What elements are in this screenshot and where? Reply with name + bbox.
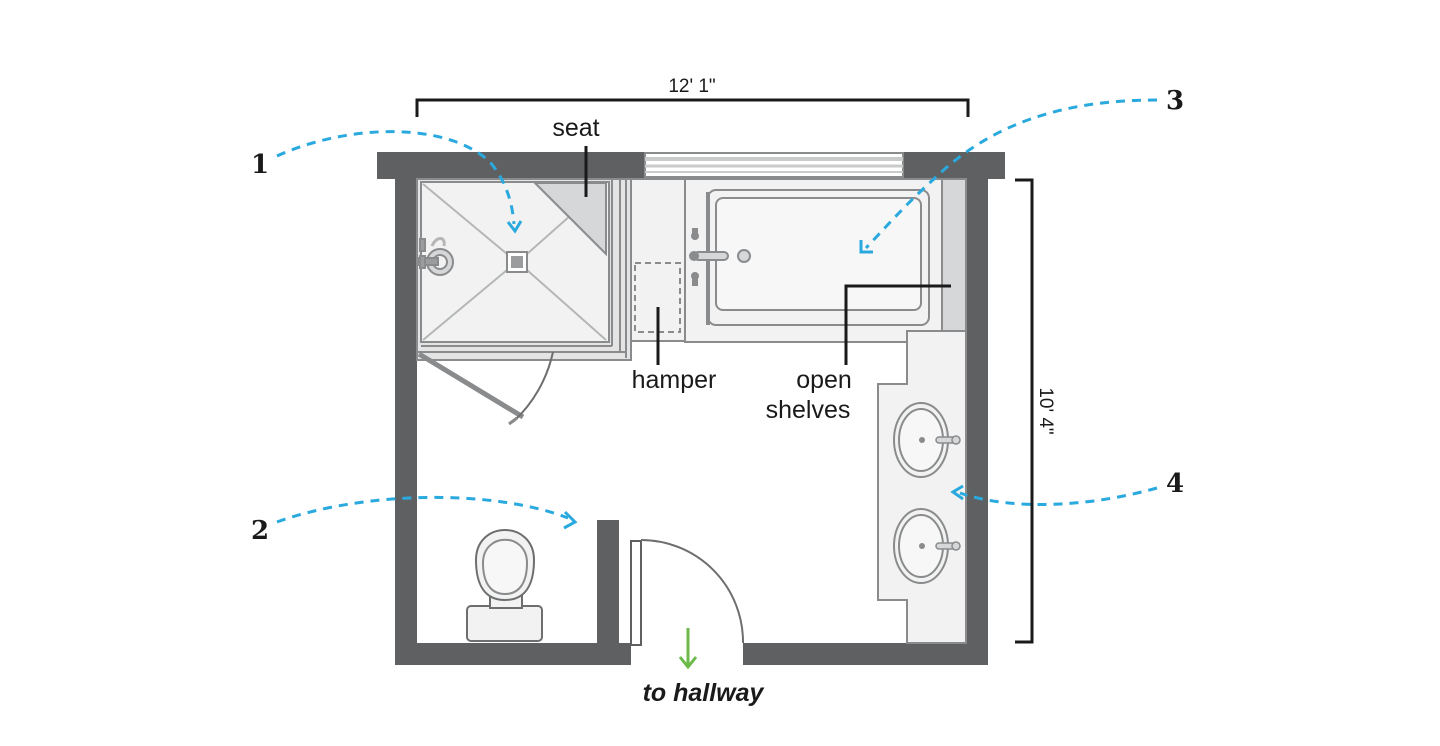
toilet-partition xyxy=(597,520,619,645)
right-wall xyxy=(966,152,988,665)
walls xyxy=(377,152,1005,665)
callout-arrowheads xyxy=(506,220,964,530)
open-shelves-label-line1: open xyxy=(796,366,852,394)
open-shelves-leader xyxy=(844,284,951,365)
top-wall-left xyxy=(377,152,645,179)
sink-icon xyxy=(893,508,961,584)
window xyxy=(644,152,904,178)
bottom-wall-right xyxy=(743,643,988,665)
bathtub-icon xyxy=(684,178,943,343)
callout-3-arrow xyxy=(864,98,1158,250)
leader-lines xyxy=(584,146,951,365)
hamper-label: hamper xyxy=(632,366,717,394)
left-wall xyxy=(395,152,417,665)
entry-door xyxy=(640,539,745,644)
vanity xyxy=(877,330,967,644)
width-dimension-label: 12' 1" xyxy=(668,76,715,97)
depth-dimension xyxy=(1015,178,1034,644)
toilet-icon xyxy=(466,529,543,642)
arrow-down-icon xyxy=(678,628,698,670)
callout-4-arrow xyxy=(959,486,1158,506)
sink-icon xyxy=(893,402,961,478)
bottom-wall-left xyxy=(395,643,631,665)
shower-seat xyxy=(532,182,607,257)
top-wall-right xyxy=(903,152,1005,179)
shower-valve-icon xyxy=(417,237,454,276)
open-shelves-label-line2: shelves xyxy=(766,396,851,424)
callout-3-number: 3 xyxy=(1166,86,1184,116)
callout-1-number: 1 xyxy=(251,150,269,180)
to-hallway-label: to hallway xyxy=(643,679,765,707)
callout-2-number: 2 xyxy=(251,516,269,546)
seat-label: seat xyxy=(552,114,599,142)
callout-2-arrow xyxy=(276,495,569,524)
callout-1-arrow xyxy=(276,130,516,225)
callout-4-number: 4 xyxy=(1166,469,1184,499)
door-jamb xyxy=(630,540,642,646)
depth-dimension-label: 10' 4" xyxy=(1035,387,1056,434)
drain-icon xyxy=(506,251,528,273)
width-dimension xyxy=(415,98,970,117)
shower xyxy=(416,178,632,361)
open-shelves xyxy=(941,178,967,332)
callout-arrows xyxy=(276,98,1158,524)
shower-door xyxy=(417,351,554,426)
hamper-icon xyxy=(634,262,681,333)
